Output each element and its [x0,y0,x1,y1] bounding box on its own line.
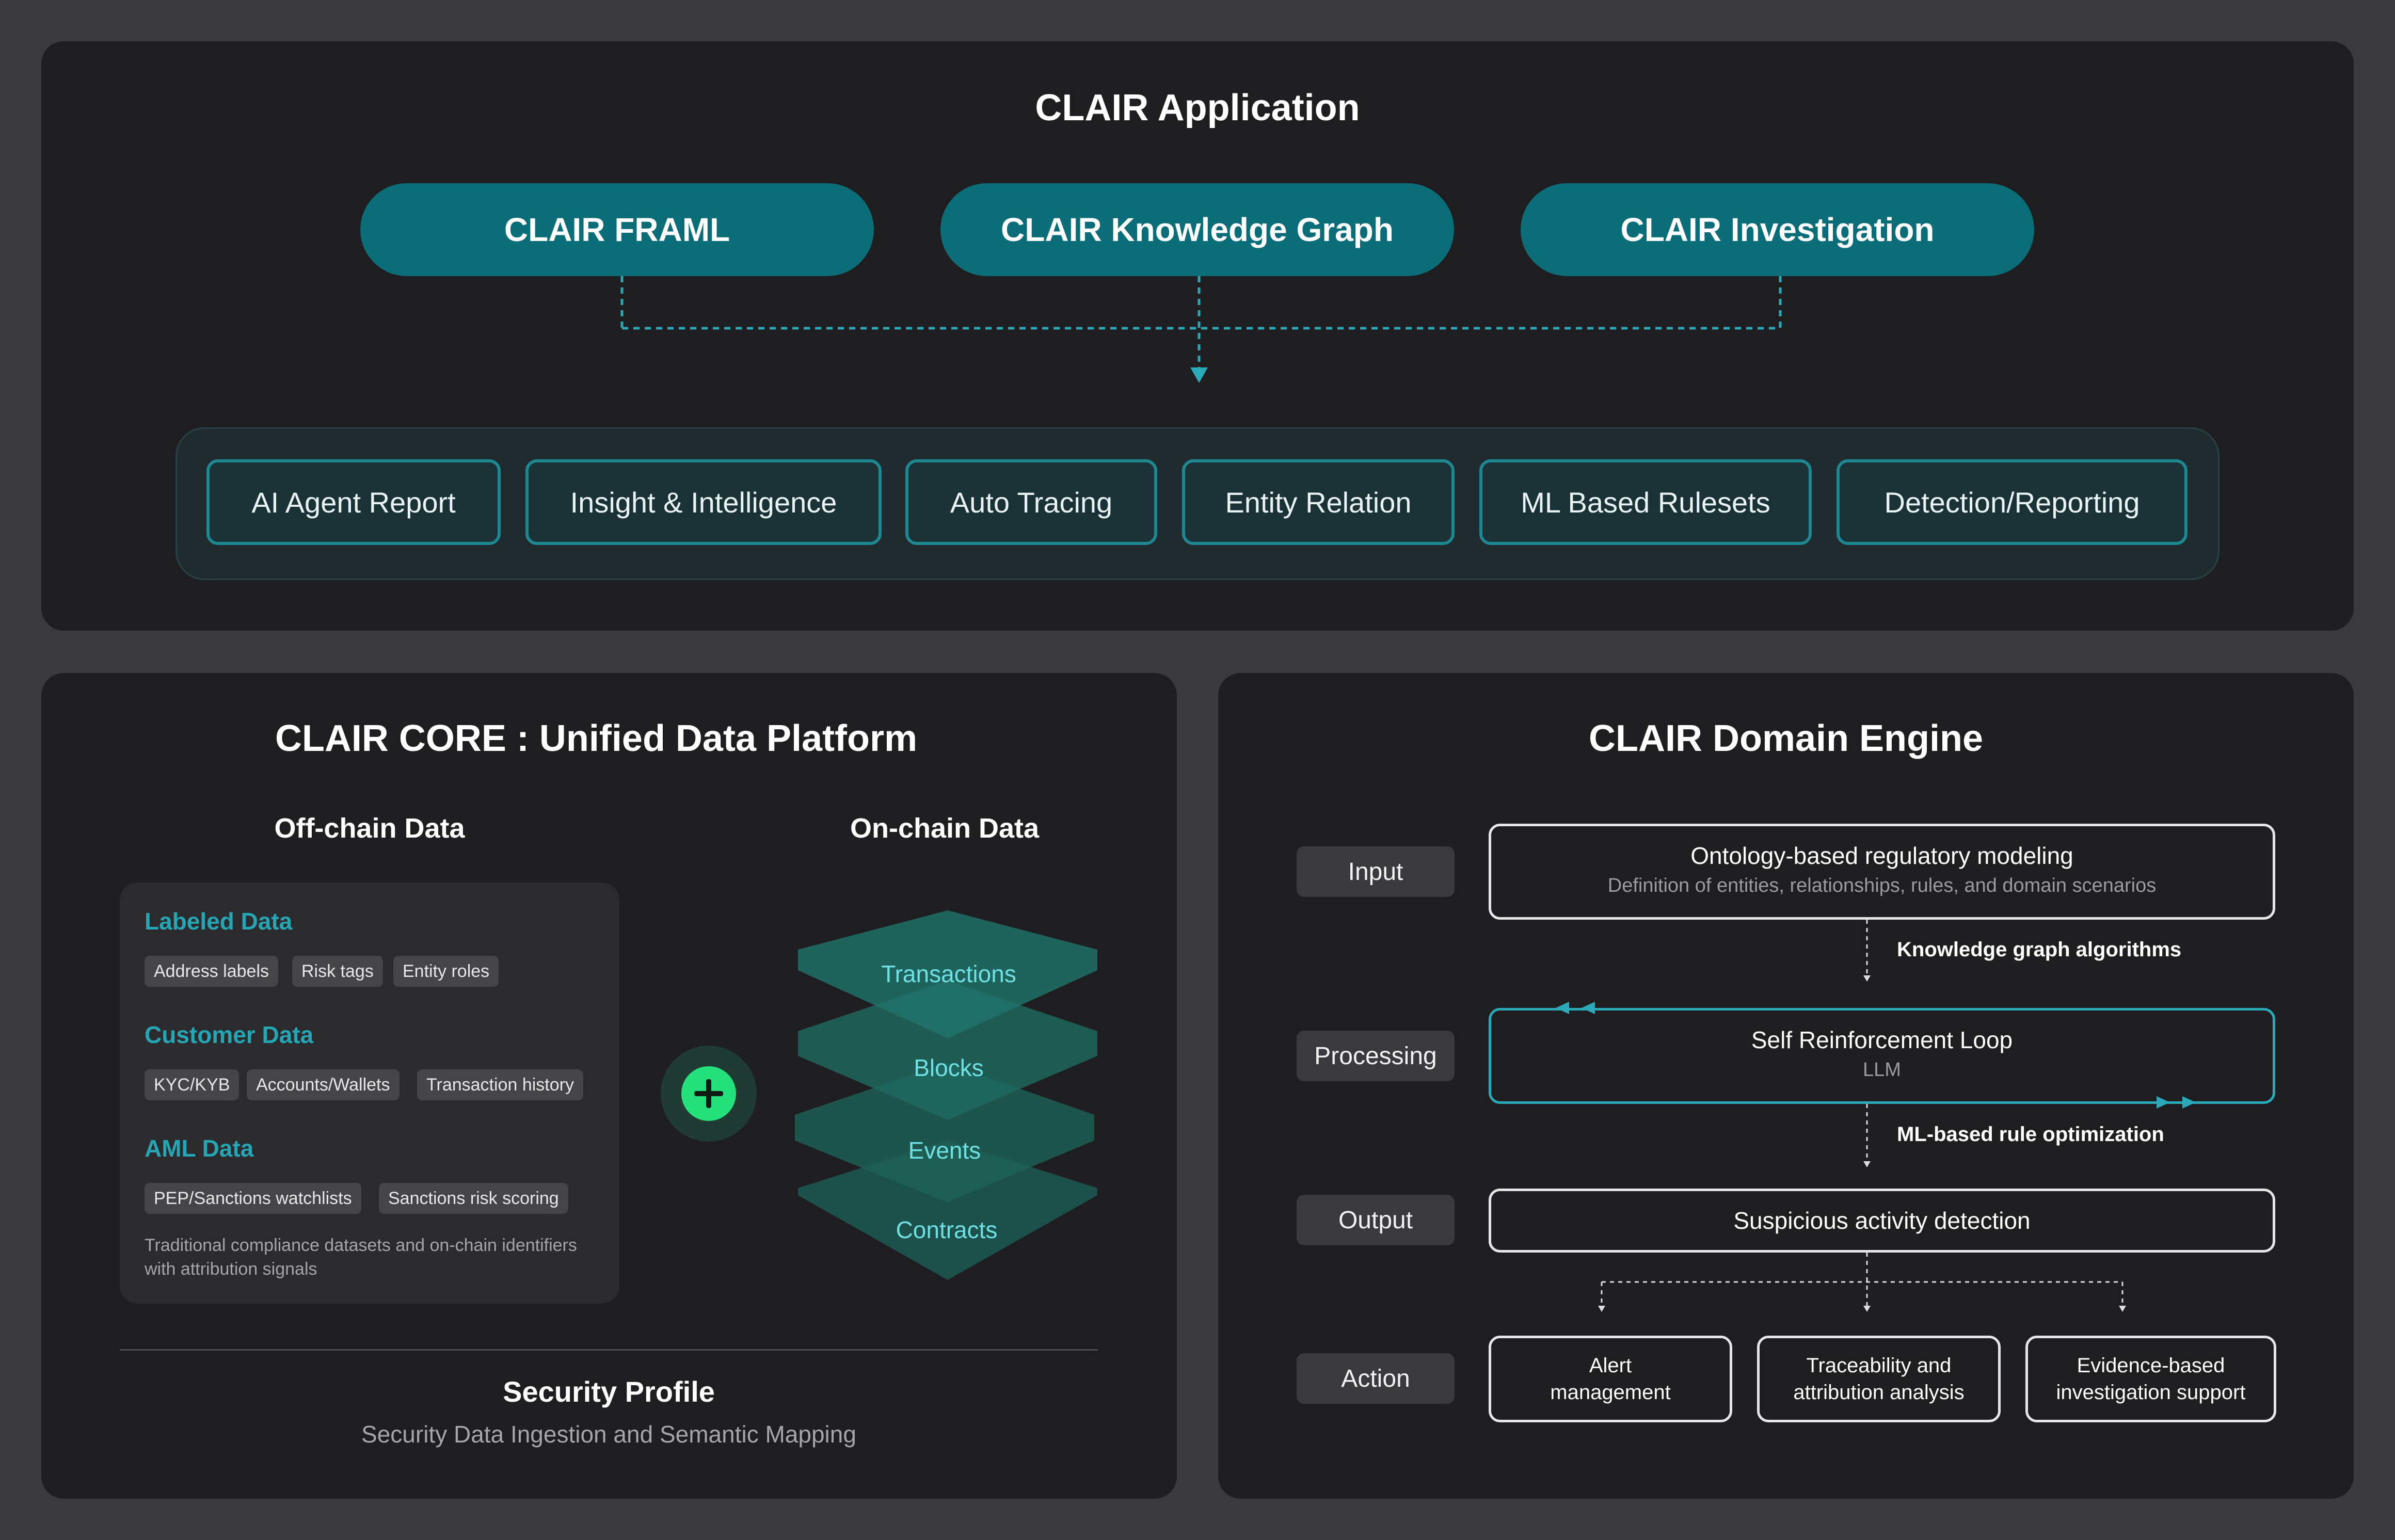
category-customer-data: Customer Data [145,1021,314,1048]
layer-events [795,1063,1094,1202]
processing-box-title: Self Reinforcement Loop [1751,1026,2013,1053]
engine-title: CLAIR Domain Engine [1588,718,1983,759]
product-connector [620,276,1782,383]
feature-insight-intelligence[interactable]: Insight & Intelligence [525,459,882,545]
tag-risk-tags: Risk tags [292,956,383,987]
feature-ml-rulesets[interactable]: ML Based Rulesets [1479,459,1812,545]
loop-right-arrow-icon [2182,1096,2196,1109]
output-box: Suspicious activity detection [1489,1189,2275,1253]
layer-label-blocks: Blocks [914,1054,984,1081]
layer-blocks [798,981,1097,1120]
input-box: Ontology-based regulatory modeling Defin… [1489,824,2275,920]
stage-output: Output [1297,1195,1455,1245]
security-profile-title: Security Profile [503,1375,715,1408]
processing-box: Self Reinforcement Loop LLM [1489,1008,2275,1104]
product-framl[interactable]: CLAIR FRAML [360,183,874,276]
product-investigation[interactable]: CLAIR Investigation [1521,183,2034,276]
tag-address-labels: Address labels [145,956,279,987]
plus-icon [681,1066,736,1121]
stage-action: Action [1297,1353,1455,1404]
stage-input: Input [1297,846,1455,897]
onchain-layer-stack [795,910,1097,1280]
output-box-title: Suspicious activity detection [1733,1207,2031,1234]
tag-entity-roles: Entity roles [393,956,499,987]
down-arrow-icon [1190,367,1208,383]
feature-ai-agent-report[interactable]: AI Agent Report [206,459,501,545]
onchain-title: On-chain Data [850,813,1040,844]
arrow-down-icon [1863,1306,1871,1312]
feature-auto-tracing[interactable]: Auto Tracing [905,459,1157,545]
loop-left-arrow-icon [1582,1002,1595,1014]
action-evidence-support: Evidence-based investigation support [2025,1336,2276,1422]
category-aml-data: AML Data [145,1135,254,1162]
application-title: CLAIR Application [1035,87,1360,129]
core-title: CLAIR CORE : Unified Data Platform [275,718,918,759]
product-knowledge-graph[interactable]: CLAIR Knowledge Graph [940,183,1454,276]
category-labeled-data: Labeled Data [145,908,293,935]
input-box-subtitle: Definition of entities, relationships, r… [1607,875,2157,896]
loop-right-arrow-icon [2157,1096,2170,1109]
edge-label-knowledge-graph: Knowledge graph algorithms [1897,938,2182,961]
security-profile-subtitle: Security Data Ingestion and Semantic Map… [361,1421,856,1448]
input-box-title: Ontology-based regulatory modeling [1690,842,2073,869]
action-traceability: Traceability and attribution analysis [1757,1336,2001,1422]
tag-accounts-wallets: Accounts/Wallets [247,1069,400,1100]
tag-transaction-history: Transaction history [417,1069,583,1100]
loop-left-arrow-icon [1556,1002,1569,1014]
tag-pep-sanctions: PEP/Sanctions watchlists [145,1183,361,1214]
layer-label-events: Events [908,1137,981,1164]
arrow-down-icon [1863,975,1871,982]
layer-transactions [798,910,1097,1038]
feature-detection-reporting[interactable]: Detection/Reporting [1837,459,2188,545]
offchain-note: Traditional compliance datasets and on-c… [145,1236,577,1279]
arrow-down-icon [1598,1306,1605,1312]
processing-box-subtitle: LLM [1863,1059,1901,1081]
tag-sanctions-scoring: Sanctions risk scoring [379,1183,568,1214]
core-divider [120,1349,1098,1351]
action-alert-management: Alert management [1489,1336,1732,1422]
stage-processing: Processing [1297,1031,1455,1081]
layer-label-transactions: Transactions [881,960,1016,987]
arrow-down-icon [2119,1306,2126,1312]
feature-entity-relation[interactable]: Entity Relation [1182,459,1455,545]
loop-arrows [1556,1002,2196,1109]
layer-contracts [798,1141,1097,1280]
tag-kyc-kyb: KYC/KYB [145,1069,240,1100]
offchain-title: Off-chain Data [274,813,465,844]
layer-label-contracts: Contracts [896,1216,998,1243]
arrow-down-icon [1863,1161,1871,1167]
edge-label-ml-optimization: ML-based rule optimization [1897,1123,2164,1146]
